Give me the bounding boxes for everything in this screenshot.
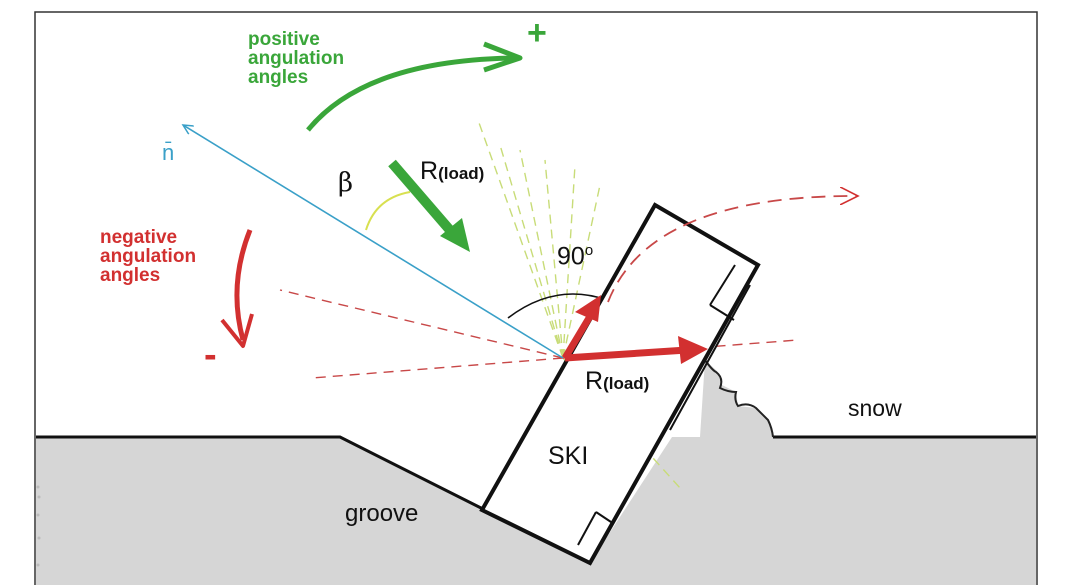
groove-outline (36, 435, 486, 512)
load-upper-main: R (420, 157, 439, 185)
negative-rotation-arrow (220, 229, 254, 348)
plus-sign: + (527, 14, 547, 52)
snow-pile-edge (704, 359, 774, 438)
right-angle-arc (507, 293, 608, 319)
load-lower-main: R (585, 367, 604, 395)
right-angle-label: 90o (557, 242, 593, 271)
beta-angle-arc (365, 191, 411, 231)
load-label-lower: R(load) (585, 367, 649, 396)
load-label-upper: R(load) (420, 157, 484, 186)
positive-label-line2: angulation (248, 48, 345, 69)
load-arrow-green (388, 159, 470, 252)
positive-label-line3: angles (248, 67, 309, 88)
positive-angles-label: positive angulation angles (248, 30, 344, 87)
ski-label: SKI (548, 442, 589, 470)
groove-label: groove (345, 500, 419, 527)
negative-label-line2: angulation (100, 246, 197, 267)
snow-ground (36, 360, 1036, 585)
normal-vector-label: n̄ (162, 140, 175, 165)
degree-symbol: o (584, 242, 594, 259)
positive-label-line1: positive (248, 29, 320, 50)
negative-angles-label: negative angulation angles (100, 228, 196, 285)
negative-label-line1: negative (100, 227, 178, 248)
positive-rotation-arrow (306, 41, 523, 132)
ski-rotation-dashed-arrow (607, 196, 858, 303)
beta-label: β (338, 168, 354, 198)
edge-dots (36, 485, 41, 567)
load-lower-sub: (load) (603, 374, 650, 393)
normal-vector-arrow (183, 125, 564, 359)
angle-fan-lines (477, 119, 681, 489)
load-upper-sub: (load) (438, 164, 485, 183)
ski-body (479, 202, 761, 566)
negative-label-line3: angles (100, 265, 161, 286)
load-arrows-red (561, 295, 708, 364)
snow-label: snow (848, 395, 902, 421)
minus-sign: - (204, 334, 217, 376)
right-angle-value: 90 (557, 242, 585, 271)
